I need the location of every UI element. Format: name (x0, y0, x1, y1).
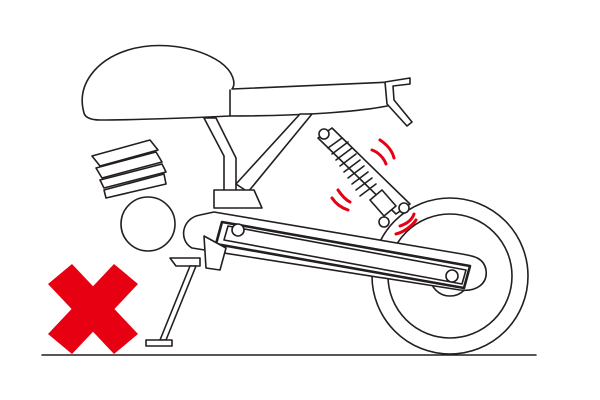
engine-case (120, 196, 176, 252)
seat (81, 44, 393, 121)
x-cross-icon (48, 264, 138, 354)
vibration-marks-icon (330, 138, 418, 236)
pivot-cover (203, 235, 227, 271)
frame-diagonal-tube (235, 113, 313, 193)
side-stand (145, 257, 201, 347)
frame-bracket (213, 189, 263, 209)
engine-cylinder (91, 139, 167, 199)
frame-down-tube (203, 117, 237, 201)
rear-shock-absorber (317, 127, 411, 228)
swing-arm (182, 211, 487, 292)
rear-fender (384, 77, 413, 127)
